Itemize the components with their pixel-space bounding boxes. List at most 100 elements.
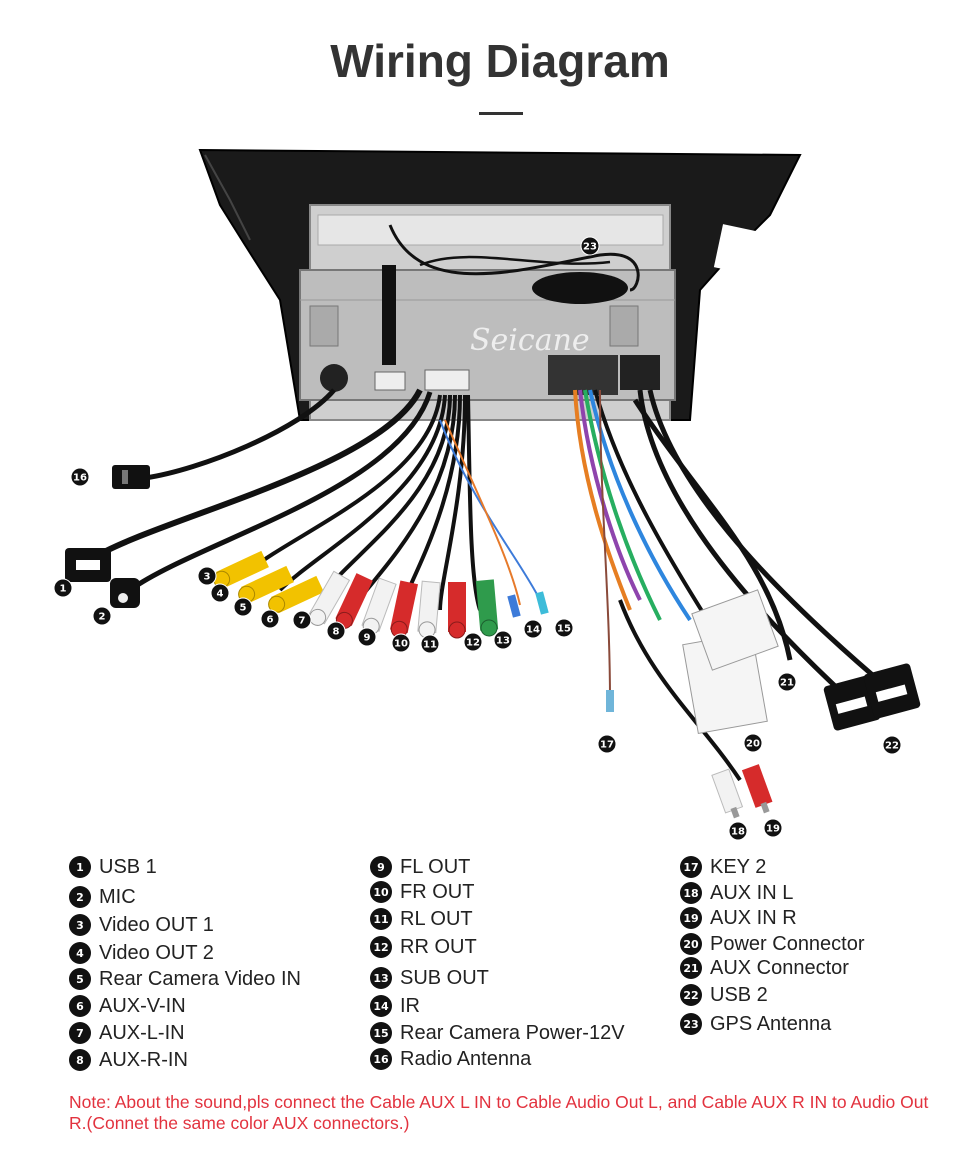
legend-item: 10 FR OUT	[370, 879, 474, 905]
legend-number-badge: 22	[680, 984, 702, 1006]
callout-number: 5	[240, 603, 247, 614]
callout-badge: 1	[53, 578, 73, 598]
callout-number: 7	[299, 616, 306, 627]
legend-number-badge: 5	[69, 968, 91, 990]
legend-label: Rear Camera Video IN	[99, 967, 301, 990]
legend-item: 18 AUX IN L	[680, 880, 793, 906]
callout-badge: 15	[554, 618, 574, 638]
legend-number-badge: 1	[69, 856, 91, 878]
callout-number: 15	[557, 624, 571, 635]
callout-badge: 19	[763, 818, 783, 838]
callout-number: 18	[731, 827, 745, 838]
callout-badge: 7	[292, 610, 312, 630]
callout-badge: 9	[357, 627, 377, 647]
callout-number: 21	[780, 678, 794, 689]
right-harness	[573, 389, 921, 819]
callout-number: 9	[364, 633, 371, 644]
legend-number-badge: 4	[69, 942, 91, 964]
legend-label: AUX IN R	[710, 906, 797, 929]
legend-label: Power Connector	[710, 932, 865, 955]
callout-number: 23	[583, 242, 597, 253]
callout-number: 14	[526, 625, 540, 636]
title-underline	[479, 112, 523, 115]
callout-badge: 5	[233, 597, 253, 617]
legend-item: 7 AUX-L-IN	[69, 1020, 185, 1046]
legend-item: 1 USB 1	[69, 854, 157, 880]
rca-bundle	[213, 394, 549, 639]
legend-number-badge: 19	[680, 907, 702, 929]
callout-number: 16	[73, 473, 87, 484]
legend-label: Video OUT 1	[99, 913, 214, 936]
legend-number-badge: 17	[680, 856, 702, 878]
callout-number: 2	[99, 612, 106, 623]
legend-label: AUX IN L	[710, 881, 794, 904]
gps-antenna-puck	[532, 272, 628, 304]
legend-number-badge: 12	[370, 936, 392, 958]
legend-item: 19 AUX IN R	[680, 905, 797, 931]
legend-number-badge: 20	[680, 933, 702, 955]
callout-badge: 14	[523, 619, 543, 639]
legend-label: AUX-R-IN	[99, 1048, 188, 1071]
callout-number: 6	[267, 615, 274, 626]
callout-number: 22	[885, 741, 899, 752]
callout-number: 10	[394, 639, 408, 650]
callout-badge: 17	[597, 734, 617, 754]
legend-number-badge: 14	[370, 995, 392, 1017]
legend-label: USB 1	[99, 855, 157, 878]
callout-number: 20	[746, 739, 760, 750]
legend-label: IR	[400, 994, 420, 1017]
legend-number-badge: 18	[680, 882, 702, 904]
legend-number-badge: 9	[370, 856, 392, 878]
legend-label: AUX Connector	[710, 956, 849, 979]
mic-jack	[110, 578, 140, 608]
page-title: Wiring Diagram	[330, 35, 670, 87]
legend-item: 20 Power Connector	[680, 931, 865, 957]
legend-item: 17 KEY 2	[680, 854, 766, 880]
callout-number: 17	[600, 740, 614, 751]
legend-number-badge: 10	[370, 881, 392, 903]
legend-item: 8 AUX-R-IN	[69, 1047, 188, 1073]
legend-item: 12 RR OUT	[370, 934, 477, 960]
callout-badge: 6	[260, 609, 280, 629]
legend-label: RR OUT	[400, 935, 477, 958]
legend-item: 5 Rear Camera Video IN	[69, 966, 301, 992]
legend-label: KEY 2	[710, 855, 767, 878]
callout-badge: 11	[420, 634, 440, 654]
legend-number-badge: 16	[370, 1048, 392, 1070]
legend-label: FL OUT	[400, 855, 471, 878]
legend-number-badge: 21	[680, 957, 702, 979]
callout-badge: 16	[70, 467, 90, 487]
legend-number-badge: 8	[69, 1049, 91, 1071]
legend-number-badge: 2	[69, 886, 91, 908]
wiring-diagram-illustration: Seicane	[53, 148, 921, 841]
callout-badge: 20	[743, 733, 763, 753]
callout-number: 19	[766, 824, 780, 835]
brand-watermark: Seicane	[470, 323, 590, 358]
legend-label: FR OUT	[400, 880, 475, 903]
legend-item: 9 FL OUT	[370, 854, 470, 880]
legend-label: MIC	[99, 885, 136, 908]
callout-number: 13	[496, 636, 510, 647]
callout-number: 3	[204, 572, 211, 583]
callout-number: 4	[217, 589, 224, 600]
legend-label: Radio Antenna	[400, 1047, 532, 1070]
legend-label: SUB OUT	[400, 966, 489, 989]
legend-label: GPS Antenna	[710, 1012, 832, 1035]
wiring-note: Note: About the sound,pls connect the Ca…	[69, 1092, 929, 1133]
legend-label: AUX-L-IN	[99, 1021, 185, 1044]
legend-item: 14 IR	[370, 993, 420, 1019]
legend-number-badge: 6	[69, 995, 91, 1017]
callout-number: 8	[333, 627, 340, 638]
callout-badge: 3	[197, 566, 217, 586]
callout-number: 12	[466, 638, 480, 649]
legend-label: RL OUT	[400, 907, 473, 930]
legend-number-badge: 7	[69, 1022, 91, 1044]
callout-badge: 2	[92, 606, 112, 626]
callout-badge: 10	[391, 633, 411, 653]
